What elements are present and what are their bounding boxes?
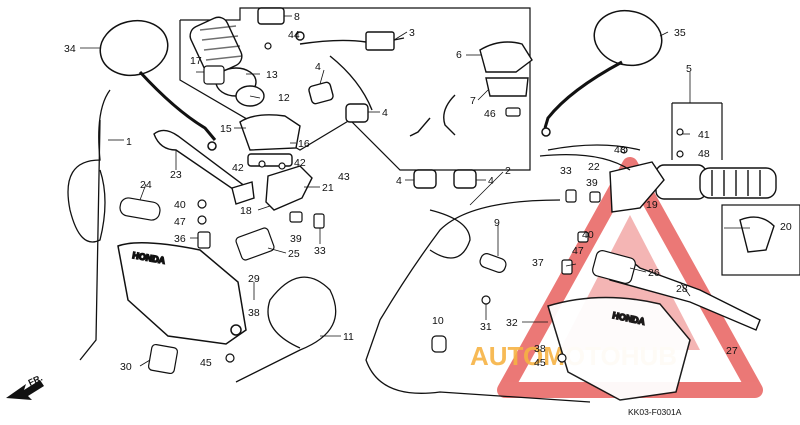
callout-33a: 33 — [560, 165, 572, 177]
callout-44: 44 — [288, 29, 300, 41]
callout-25: 25 — [288, 248, 300, 260]
clutch-lever — [153, 129, 255, 205]
callout-39b: 39 — [290, 233, 302, 245]
callout-3: 3 — [409, 27, 415, 39]
callout-36: 36 — [174, 233, 186, 245]
callout-23: 23 — [170, 169, 182, 181]
callout-4d: 4 — [488, 175, 494, 187]
callout-31: 31 — [480, 321, 492, 333]
callout-42b: 42 — [294, 157, 306, 169]
front-direction-arrow: FR. — [6, 373, 44, 400]
switch-housing-right — [409, 41, 533, 137]
small-hardware — [119, 42, 684, 375]
callout-33b: 33 — [314, 245, 326, 257]
callout-41: 41 — [698, 129, 710, 141]
throttle-grip-right — [655, 164, 777, 253]
callout-22: 22 — [588, 161, 600, 173]
callout-35: 35 — [674, 27, 686, 39]
callout-4b: 4 — [382, 107, 388, 119]
switch-housing-left — [239, 114, 301, 167]
callout-1: 1 — [126, 136, 132, 148]
knuckle-guard-left: HONDA — [117, 242, 247, 345]
callout-32: 32 — [506, 317, 518, 329]
callout-42a: 42 — [232, 162, 244, 174]
callout-28: 28 — [676, 283, 688, 295]
knuckle-guard-right: HONDA — [547, 296, 691, 401]
callout-43b: 43 — [338, 171, 350, 183]
lever-bracket — [265, 165, 313, 211]
callout-16: 16 — [298, 138, 310, 150]
callout-6: 6 — [456, 49, 462, 61]
callout-17: 17 — [190, 55, 202, 67]
callout-12: 12 — [278, 92, 290, 104]
callout-37: 37 — [532, 257, 544, 269]
callout-9: 9 — [494, 217, 500, 229]
clamps — [308, 81, 477, 189]
callout-7: 7 — [470, 95, 476, 107]
callout-20: 20 — [780, 221, 792, 233]
callout-4c: 4 — [396, 175, 402, 187]
callout-4a: 4 — [315, 61, 321, 73]
callout-21: 21 — [322, 182, 334, 194]
callout-11: 11 — [343, 331, 354, 343]
callout-47a: 47 — [174, 216, 186, 228]
mirror-right — [541, 9, 663, 137]
callout-labels: 1 2 3 4 4 4 4 5 6 7 8 9 10 11 12 13 15 1… — [64, 11, 792, 373]
callout-26: 26 — [648, 267, 660, 279]
callout-40b: 40 — [582, 229, 594, 241]
callout-2: 2 — [505, 165, 511, 177]
callout-10: 10 — [432, 315, 444, 327]
callout-38b: 38 — [534, 343, 546, 355]
callout-29: 29 — [248, 273, 260, 285]
callout-13: 13 — [266, 69, 278, 81]
callout-15: 15 — [220, 123, 232, 135]
callout-38a: 38 — [248, 307, 260, 319]
callout-18: 18 — [240, 205, 252, 217]
callout-45a: 45 — [200, 357, 212, 369]
leader-lines — [80, 15, 750, 367]
callout-39a: 39 — [586, 177, 598, 189]
callout-24: 24 — [140, 179, 152, 191]
cables — [67, 89, 641, 403]
callout-47b: 47 — [572, 245, 584, 257]
callout-45b: 45 — [534, 357, 546, 369]
switch-connector — [257, 7, 405, 111]
callout-40a: 40 — [174, 199, 186, 211]
grip-left — [189, 16, 265, 107]
drawing-code: KK03-F0301A — [628, 407, 682, 417]
callout-8: 8 — [294, 11, 300, 23]
callout-19: 19 — [646, 199, 658, 211]
callout-46: 46 — [484, 108, 496, 120]
callout-43a: 43 — [614, 144, 626, 156]
mirror-left — [99, 19, 217, 151]
callout-48: 48 — [698, 148, 710, 160]
callout-34: 34 — [64, 43, 76, 55]
callout-30: 30 — [120, 361, 132, 373]
callout-27: 27 — [726, 345, 738, 357]
callout-5: 5 — [686, 63, 692, 75]
